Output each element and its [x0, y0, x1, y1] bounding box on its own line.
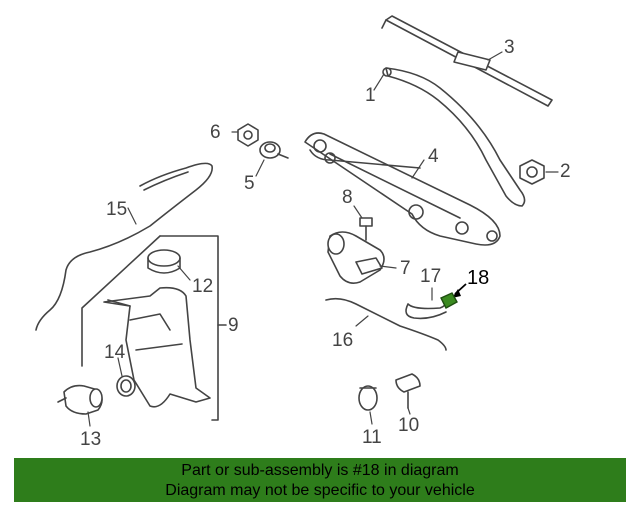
washer-pump-part [57, 384, 103, 415]
wiper-motor-part [327, 231, 385, 284]
callout-6: 6 [210, 122, 221, 143]
callout-11: 11 [362, 427, 382, 448]
wiper-blade-part [381, 15, 553, 107]
callout-15: 15 [106, 199, 128, 220]
callout-9: 9 [228, 315, 239, 336]
nozzle-10-part [395, 373, 421, 409]
bolt-8-part [359, 217, 373, 241]
nut-2-part [519, 159, 545, 185]
part-info-banner: Part or sub-assembly is #18 in diagram D… [14, 458, 626, 502]
nozzle-18-highlighted-part [440, 283, 467, 309]
grommet-5-part [259, 141, 289, 159]
callout-5: 5 [244, 173, 255, 194]
wiper-linkage-part [304, 132, 501, 246]
callout-3: 3 [504, 37, 515, 58]
banner-line-2: Diagram may not be specific to your vehi… [165, 482, 475, 499]
washer-reservoir-part [103, 286, 211, 408]
callout-2: 2 [560, 161, 571, 182]
callout-16: 16 [332, 330, 354, 351]
callout-18: 18 [467, 267, 490, 289]
callout-17: 17 [420, 266, 442, 287]
banner-line-1: Part or sub-assembly is #18 in diagram [181, 462, 459, 479]
callout-13: 13 [80, 429, 102, 450]
grommet-14-part [116, 375, 136, 397]
callout-7: 7 [400, 258, 411, 279]
callout-10: 10 [398, 415, 420, 436]
hose-16-part [325, 297, 447, 351]
callout-1: 1 [365, 85, 376, 106]
reservoir-group-bracket [81, 235, 227, 421]
callout-12: 12 [192, 276, 214, 297]
callout-8: 8 [342, 187, 353, 208]
callout-4: 4 [428, 146, 439, 167]
leader-lines [87, 51, 559, 427]
wiper-arm-part [382, 67, 526, 207]
washer-hose-15-part [35, 162, 213, 331]
hose-17-part [405, 299, 449, 320]
grommet-11-part [358, 385, 378, 411]
parts-diagram [35, 15, 559, 427]
reservoir-cap-part [147, 249, 181, 274]
nut-6-part [237, 123, 259, 147]
callout-14: 14 [104, 342, 126, 363]
